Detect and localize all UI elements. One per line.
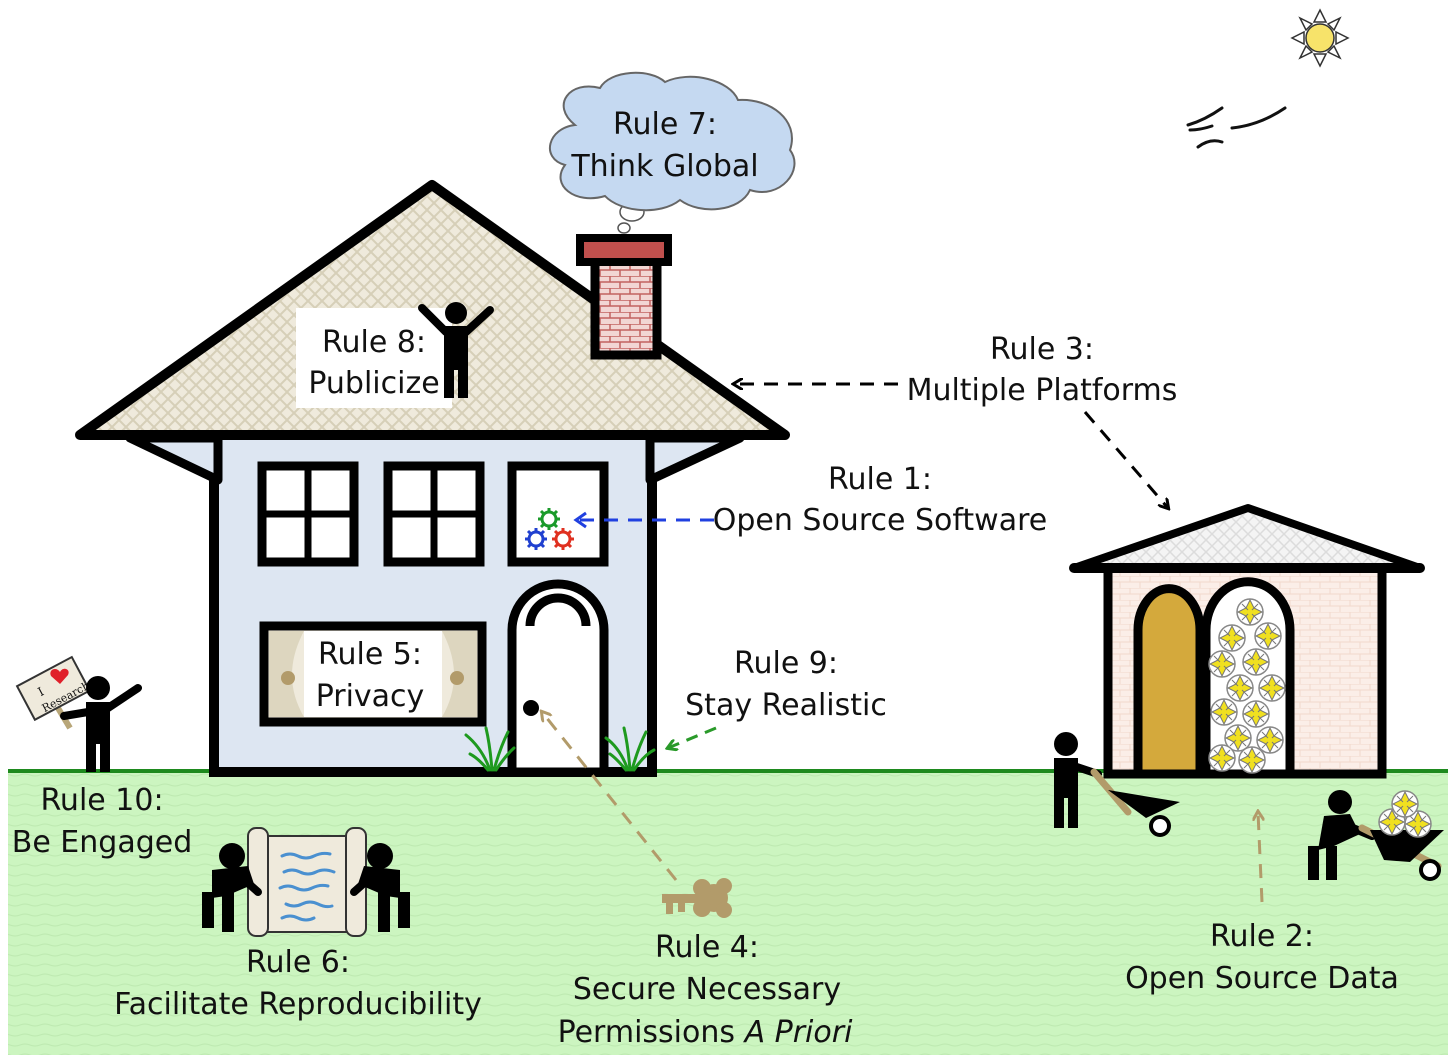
shed-roof — [1070, 504, 1424, 572]
rule-3-title: Rule 3: — [990, 332, 1094, 367]
grass-tuft-left — [464, 726, 516, 772]
sun-icon — [1290, 8, 1350, 68]
rule-5-name: Privacy — [316, 679, 425, 714]
rule-2-name: Open Source Data — [1125, 961, 1399, 996]
rule-10-title: Rule 10: — [40, 783, 163, 818]
rule-8-label-box — [296, 308, 452, 408]
person-with-sign-icon: I Research — [15, 655, 142, 772]
chimney-cap — [576, 234, 672, 266]
thought-bubble-small — [617, 222, 631, 234]
cheering-person-icon — [418, 302, 494, 398]
cloud-shape — [548, 71, 796, 212]
rule-1-name: Open Source Software — [713, 503, 1047, 538]
rule-4-line2-italic: A Priori — [743, 1015, 854, 1050]
window-1 — [257, 461, 359, 567]
rule-6-title: Rule 6: — [246, 945, 350, 980]
arrow-rule-4 — [542, 712, 678, 881]
rule-6-name: Facilitate Reproducibility — [114, 987, 482, 1022]
arrow-rule-1-head — [573, 511, 587, 529]
person-holding-scroll-right-icon — [350, 843, 410, 932]
roof-eave-left — [125, 433, 223, 485]
chimney — [590, 250, 662, 360]
arrow-rule-9 — [668, 726, 717, 748]
rule-8-title: Rule 8: — [322, 325, 426, 360]
rule-5-title: Rule 5: — [318, 637, 422, 672]
person-holding-scroll-left-icon — [202, 843, 262, 932]
person-with-wheelbarrow-1-icon — [1054, 732, 1180, 837]
rule-10-name: Be Engaged — [12, 825, 193, 860]
rule-4-line2: Permissions A Priori — [558, 1015, 853, 1050]
arrow-rule-2 — [1258, 812, 1262, 903]
curtain-tie-left — [281, 671, 295, 685]
rule-3-name: Multiple Platforms — [907, 373, 1178, 408]
rule-4-line2-normal: Permissions — [558, 1015, 745, 1050]
grass-tuft-right — [604, 726, 656, 772]
heart-icon — [50, 668, 69, 684]
rule-9-title: Rule 9: — [734, 646, 838, 681]
privacy-window-pane — [304, 631, 442, 717]
sign-letter-i: I — [35, 684, 46, 699]
curtain-tie-right — [450, 671, 464, 685]
arrow-rule-3-shed — [1083, 411, 1168, 508]
key-icon — [662, 878, 732, 918]
rule-2-title: Rule 2: — [1210, 919, 1314, 954]
person-with-wheelbarrow-2-icon — [1308, 790, 1444, 881]
shed-door-left — [1133, 584, 1205, 779]
rule-9-name: Stay Realistic — [685, 688, 887, 723]
window-2 — [383, 461, 485, 567]
rule-7-name: Think Global — [570, 149, 758, 184]
rule-1-title: Rule 1: — [828, 462, 932, 497]
scroll-document-icon — [247, 827, 367, 937]
rule-4-title: Rule 4: — [655, 930, 759, 965]
birds-icon — [1186, 106, 1287, 149]
roof-eave-right — [645, 433, 745, 485]
house-door — [507, 579, 609, 777]
rule-4-line1: Secure Necessary — [573, 972, 841, 1007]
door-arch-window — [525, 593, 591, 627]
rule-8-name: Publicize — [308, 366, 439, 401]
window-software — [507, 461, 609, 567]
rule-7-title: Rule 7: — [613, 107, 717, 142]
door-knob-icon — [523, 700, 539, 716]
